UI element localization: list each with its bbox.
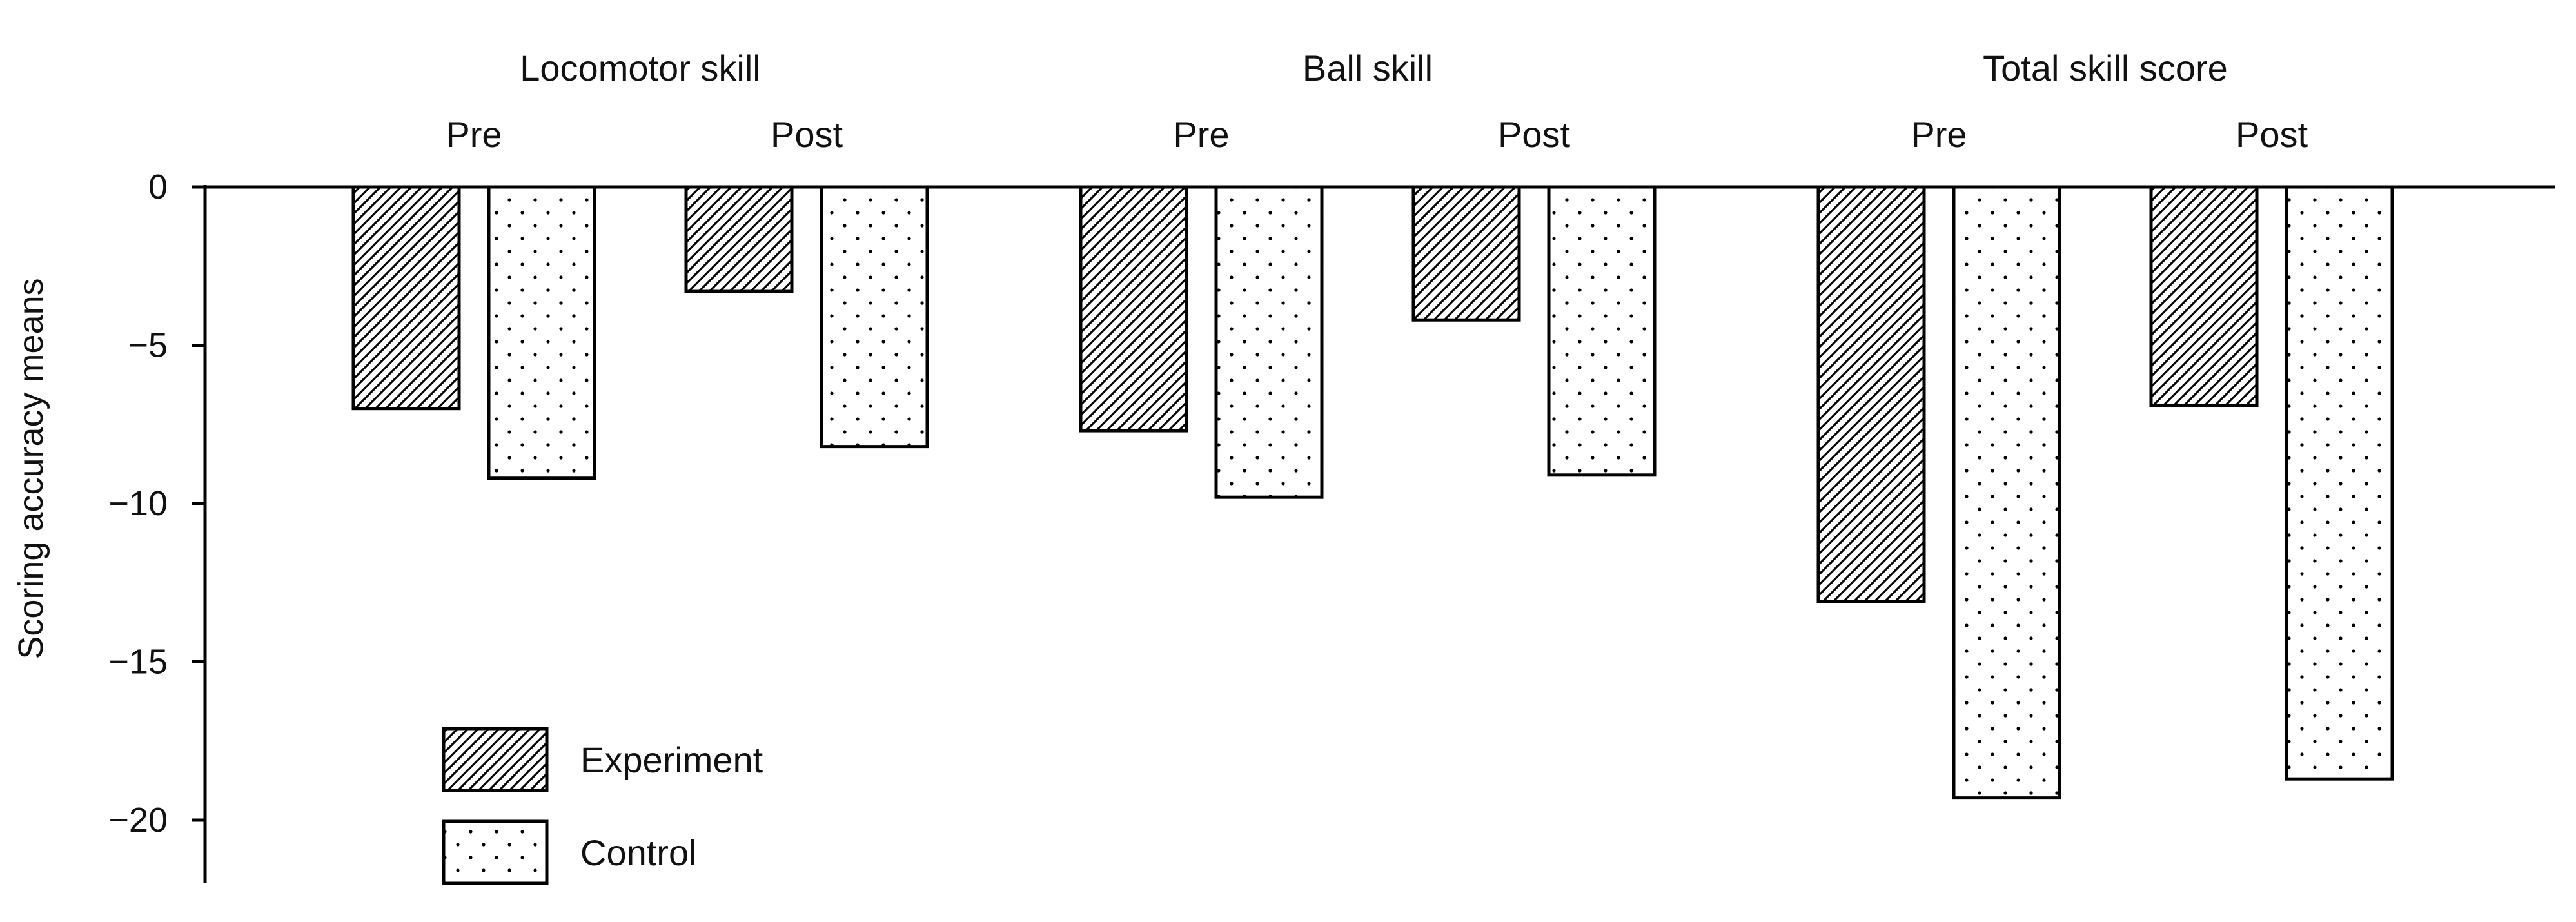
y-axis-title: Scoring accuracy means bbox=[12, 278, 50, 659]
y-tick-label: 0 bbox=[148, 168, 168, 206]
phase-label: Pre bbox=[446, 114, 502, 155]
bar-control-total-skill-score-post bbox=[2285, 185, 2394, 781]
bar-experiment-ball-skill-post bbox=[1411, 185, 1521, 322]
legend-swatch-experiment bbox=[442, 727, 549, 792]
bar-experiment-locomotor-skill-pre bbox=[351, 185, 461, 411]
bar-control-locomotor-skill-post bbox=[820, 185, 929, 449]
y-tick-label: −15 bbox=[108, 643, 168, 682]
phase-label: Post bbox=[1498, 114, 1570, 155]
group-label: Locomotor skill bbox=[520, 48, 760, 88]
phase-label: Post bbox=[771, 114, 843, 155]
y-tick-label: −20 bbox=[108, 801, 168, 839]
phase-label: Pre bbox=[1173, 114, 1229, 155]
phase-label: Post bbox=[2236, 114, 2308, 155]
bar-experiment-locomotor-skill-post bbox=[684, 185, 794, 293]
bar-experiment-ball-skill-pre bbox=[1079, 185, 1188, 433]
bar-experiment-total-skill-score-post bbox=[2149, 185, 2259, 407]
bar-control-ball-skill-post bbox=[1547, 185, 1657, 477]
y-tick-label: −5 bbox=[128, 326, 168, 365]
legend-label-control: Control bbox=[580, 832, 697, 873]
bar-control-total-skill-score-pre bbox=[1952, 185, 2061, 800]
legend-swatch-control bbox=[442, 819, 549, 885]
y-tick-label: −10 bbox=[108, 484, 168, 523]
bar-control-locomotor-skill-pre bbox=[487, 185, 596, 480]
bar-experiment-total-skill-score-pre bbox=[1816, 185, 1926, 603]
phase-label: Pre bbox=[1911, 114, 1967, 155]
group-label: Ball skill bbox=[1303, 48, 1433, 88]
bar-control-ball-skill-pre bbox=[1214, 185, 1324, 499]
group-label: Total skill score bbox=[1983, 48, 2228, 88]
legend-label-experiment: Experiment bbox=[580, 740, 763, 780]
